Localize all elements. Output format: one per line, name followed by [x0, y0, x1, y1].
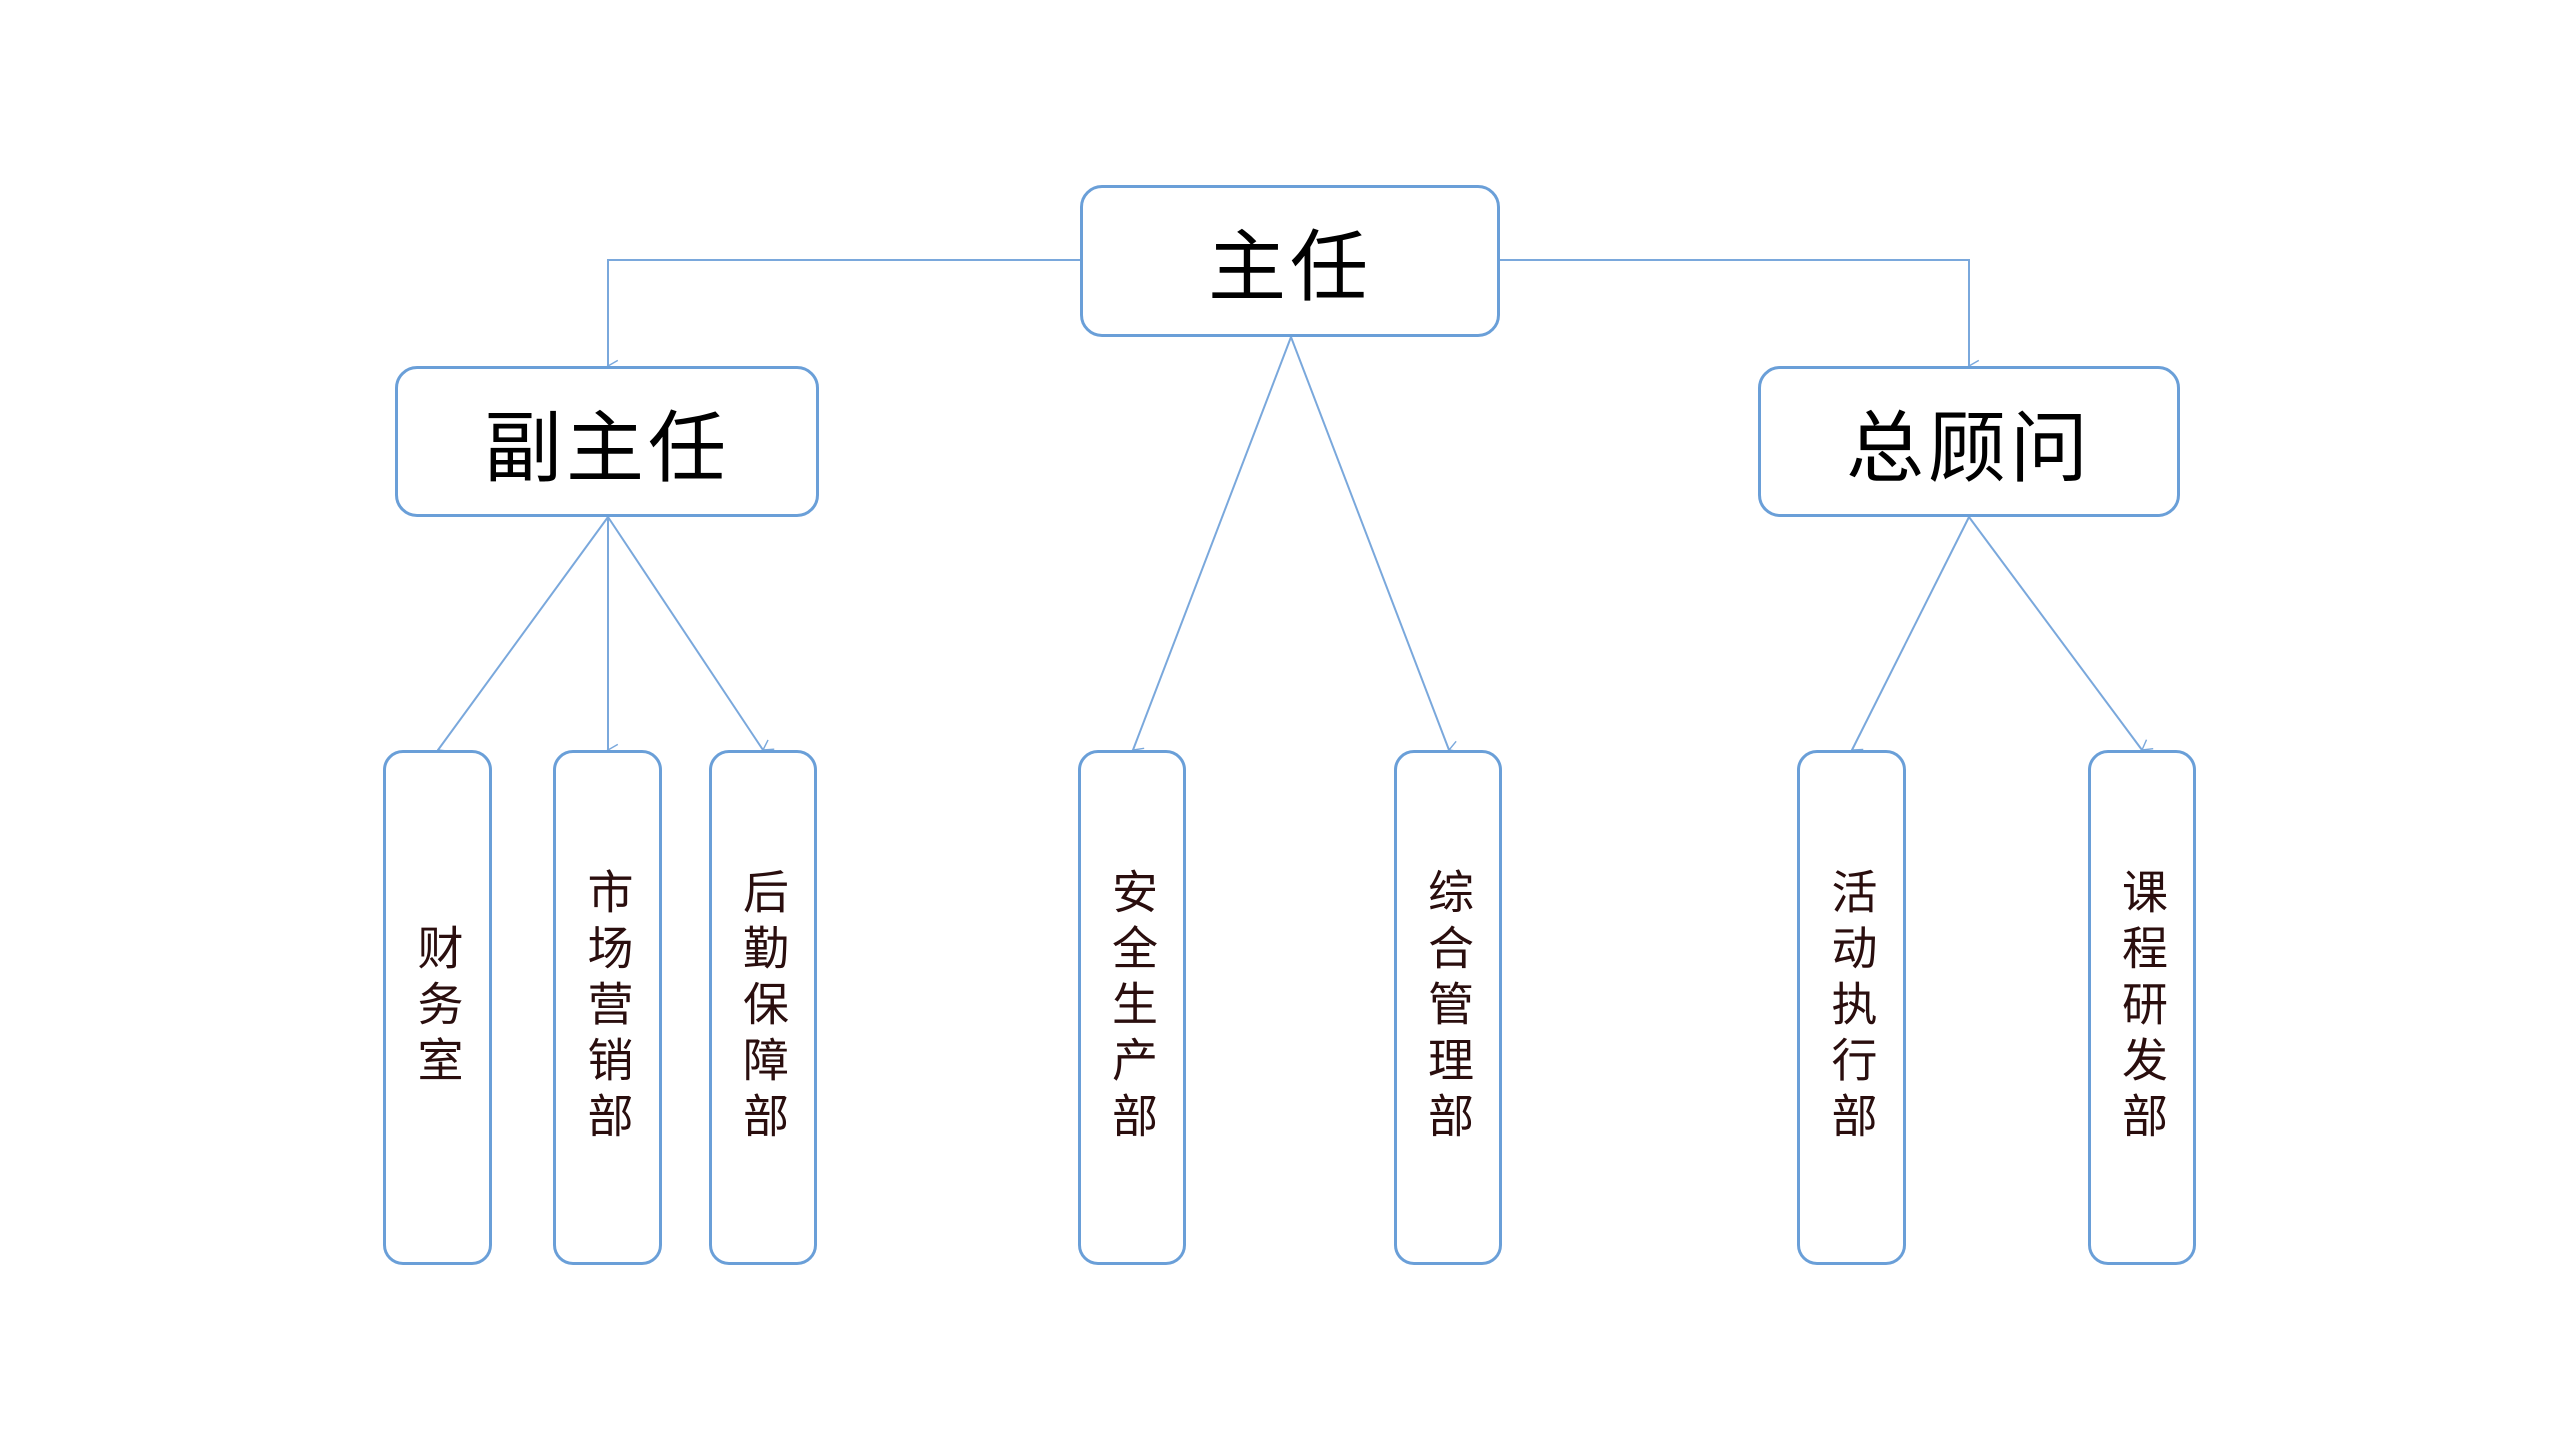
node-director: 主任 [1080, 185, 1500, 337]
connector-advisor-to-curriculum [1968, 516, 2142, 750]
node-marketing-dept-label: 市场营销部 [580, 867, 635, 1148]
node-logistics-dept: 后勤保障部 [709, 750, 817, 1265]
node-general-admin-dept-label: 综合管理部 [1421, 867, 1475, 1148]
node-general-admin-dept: 综合管理部 [1394, 750, 1502, 1265]
node-chief-advisor-label: 总顾问 [1845, 403, 2092, 494]
connector-root-to-deputy [608, 259, 1080, 366]
node-deputy-director-label: 副主任 [483, 403, 730, 494]
node-curriculum-dev-dept: 课程研发部 [2088, 750, 2196, 1265]
node-marketing-dept: 市场营销部 [553, 750, 662, 1265]
node-event-execution-dept: 活动执行部 [1797, 750, 1906, 1265]
connector-root-to-admin [1290, 336, 1449, 750]
node-deputy-director: 副主任 [395, 366, 819, 517]
connector-deputy-to-logistics [607, 516, 763, 750]
connector-deputy-to-finance [438, 516, 609, 750]
node-safety-production-dept: 安全生产部 [1078, 750, 1186, 1265]
node-event-execution-dept-label: 活动执行部 [1824, 867, 1879, 1148]
node-chief-advisor: 总顾问 [1758, 366, 2180, 517]
node-safety-production-dept-label: 安全生产部 [1105, 867, 1159, 1148]
node-finance-office: 财务室 [383, 750, 492, 1265]
node-logistics-dept-label: 后勤保障部 [736, 867, 790, 1148]
connector-root-to-safety [1133, 336, 1292, 750]
connector-advisor-to-events [1852, 516, 1970, 750]
node-director-label: 主任 [1207, 223, 1372, 313]
node-curriculum-dev-dept-label: 课程研发部 [2115, 867, 2169, 1148]
node-finance-office-label: 财务室 [410, 923, 465, 1092]
connector-root-to-advisor [1500, 259, 1969, 366]
